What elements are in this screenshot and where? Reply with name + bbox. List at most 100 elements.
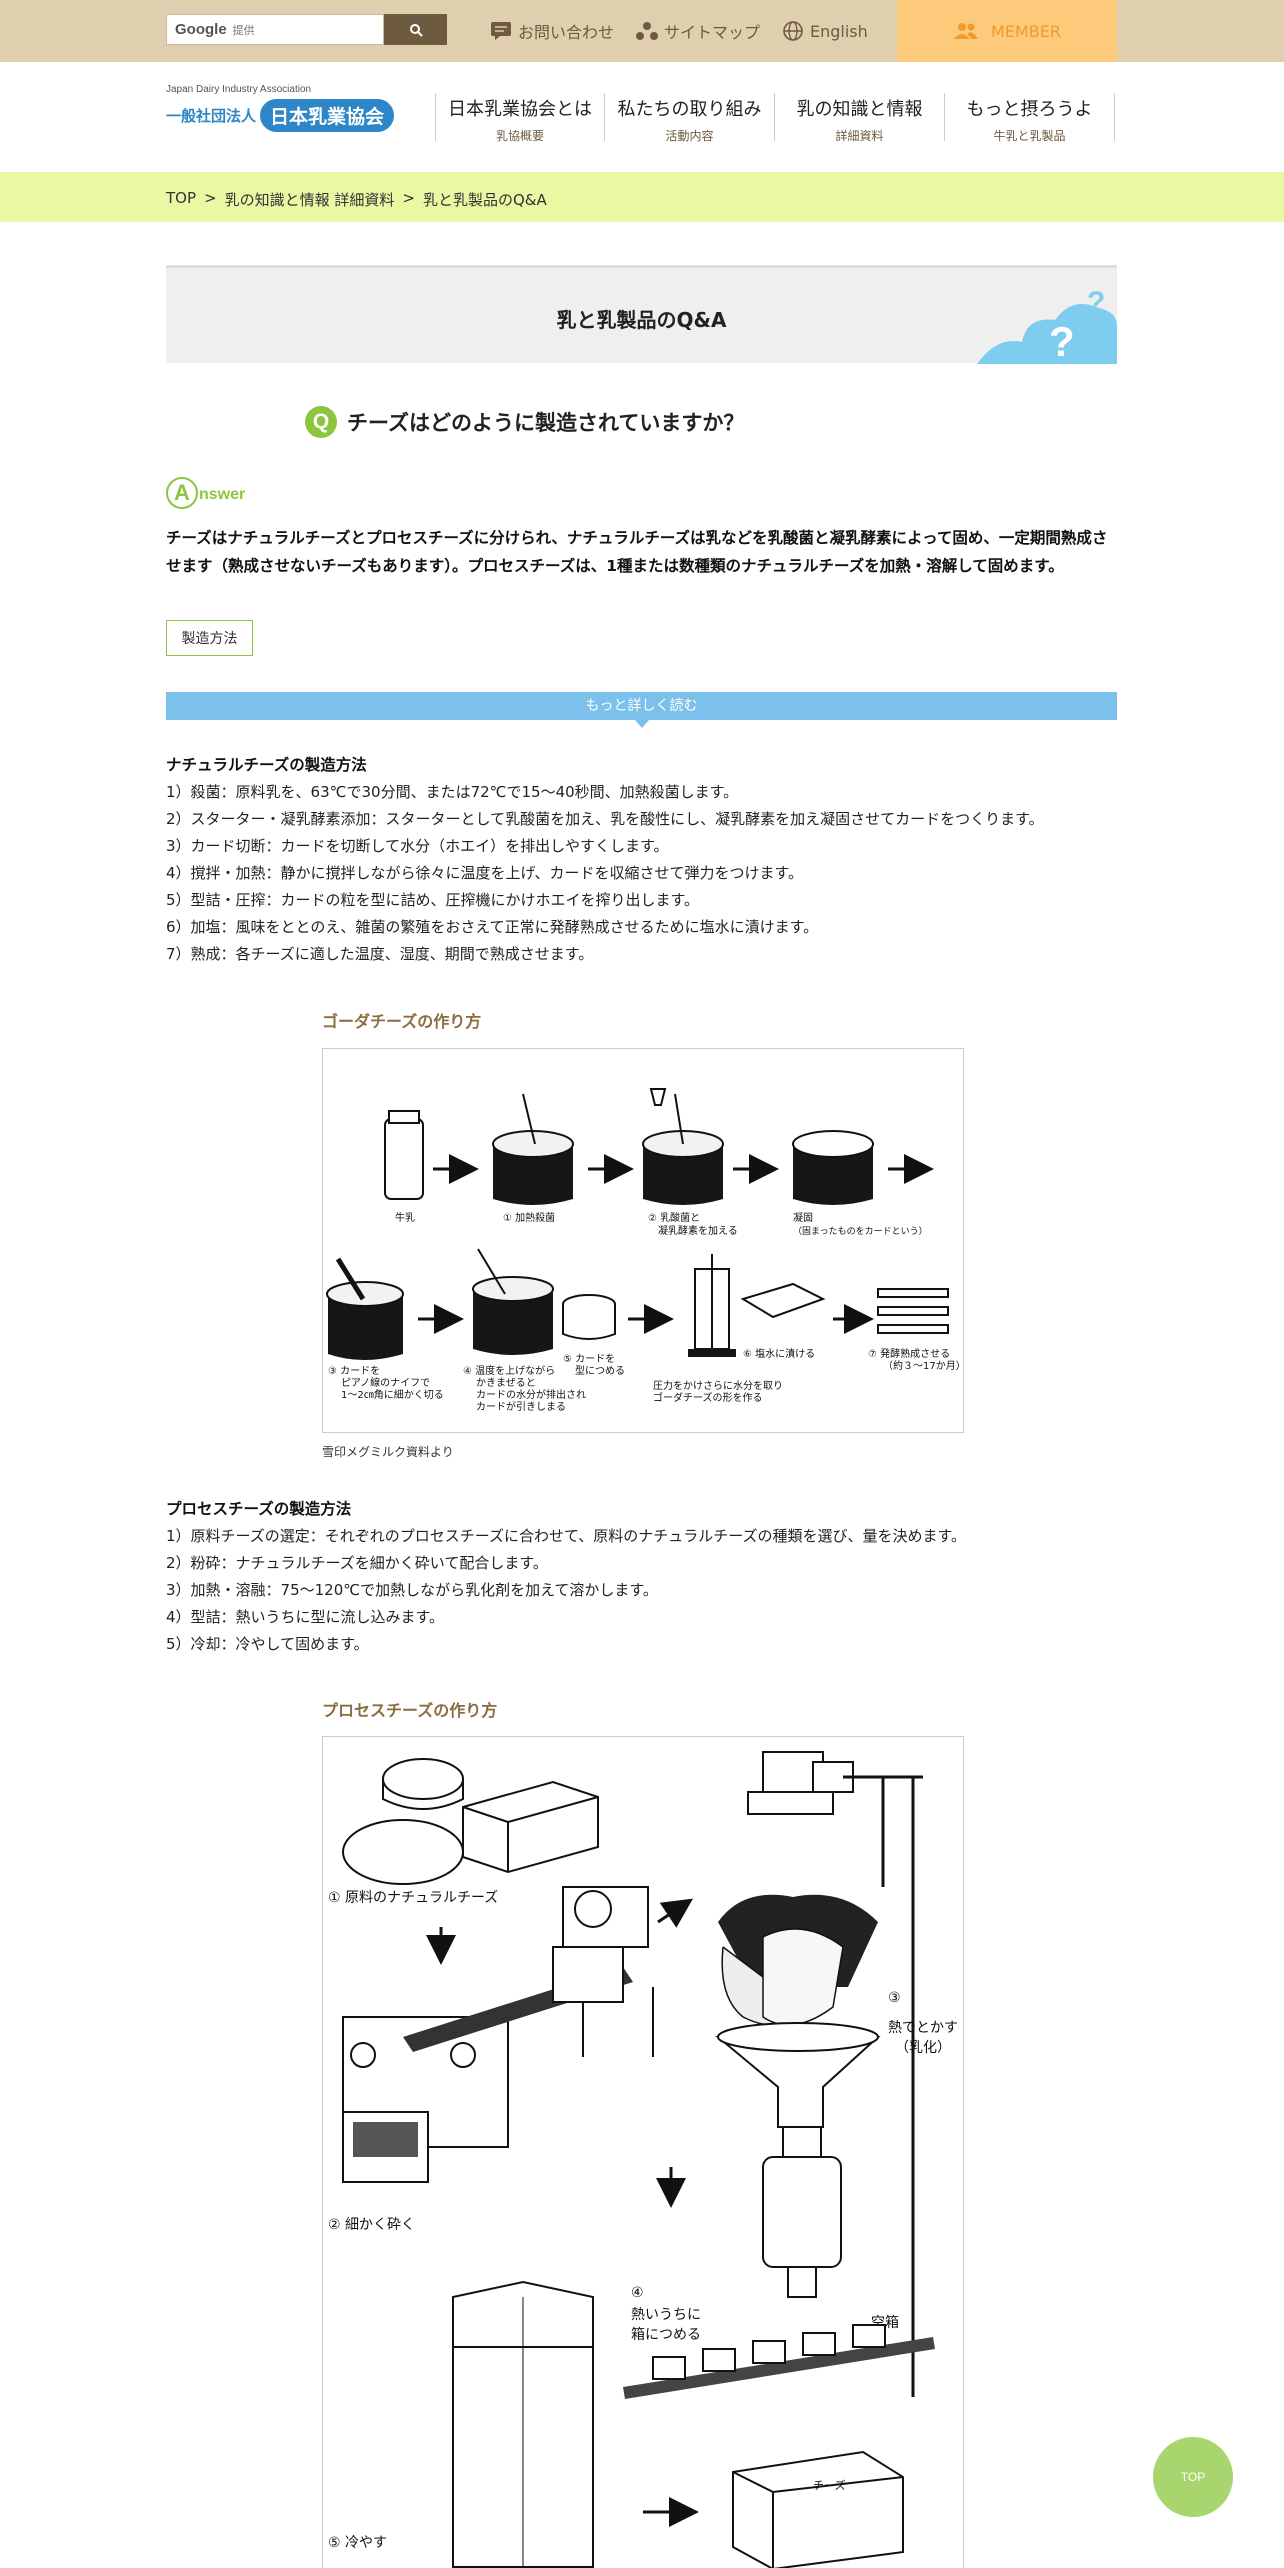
- natural-cheese-section: ナチュラルチーズの製造方法 1）殺菌：原料乳を、63℃で30分間、または72℃で…: [166, 752, 1117, 968]
- nav-label: 乳の知識と情報: [796, 99, 923, 120]
- answer-text: チーズはナチュラルチーズとプロセスチーズに分けられ、ナチュラルチーズは乳などを乳…: [166, 529, 1108, 575]
- english-label: English: [810, 21, 868, 41]
- gouda-illustration: 牛乳 ① 加熱殺菌 ② 乳酸菌と 凝乳酵素を加える 凝固 （固まったものをカード…: [326, 1088, 966, 1413]
- sitemap-icon: [636, 22, 658, 40]
- nav-label: 私たちの取り組み: [617, 99, 762, 120]
- label-gouda-step5a: ⑤ カードを: [563, 1353, 615, 1365]
- search-button[interactable]: [384, 14, 447, 45]
- nav-item-dairy[interactable]: もっと摂ろうよ 牛乳と乳製品: [945, 93, 1115, 143]
- gouda-figure-title: ゴーダチーズの作り方: [322, 1012, 482, 1031]
- natural-heading: ナチュラルチーズの製造方法: [166, 756, 367, 774]
- label-gouda-step4a: ④ 温度を上げながら: [463, 1364, 555, 1377]
- process-step: 5）冷却：冷やして固めます。: [166, 1635, 369, 1653]
- nav-sublabel: 活動内容: [665, 129, 714, 143]
- site-search: Google 提供: [166, 14, 447, 45]
- label-gouda-press-b: ゴーダチーズの形を作る: [653, 1391, 763, 1404]
- site-logo[interactable]: Japan Dairy Industry Association 一般社団法人 …: [166, 84, 396, 148]
- label-process-step3c: （乳化）: [895, 2040, 951, 2056]
- label-gouda-step3c: 1～2㎝角に細かく切る: [341, 1388, 444, 1401]
- breadcrumb: TOP > 乳の知識と情報 詳細資料 > 乳と乳製品のQ&A: [166, 189, 547, 210]
- a-badge: A: [166, 477, 198, 509]
- question-cloud-icon: ? ?: [977, 286, 1117, 364]
- label-process-step5: ⑤ 冷やす: [328, 2535, 387, 2551]
- natural-step: 1）殺菌：原料乳を、63℃で30分間、または72℃で15～40秒間、加熱殺菌しま…: [166, 783, 739, 801]
- label-gouda-curd-a: 凝固: [793, 1212, 813, 1224]
- question-text: チーズはどのように製造されていますか？: [347, 411, 745, 435]
- breadcrumb-separator: >: [204, 189, 217, 207]
- label-gouda-step7a: ⑦ 発酵熟成させる: [868, 1347, 950, 1360]
- members-icon: [954, 23, 979, 39]
- nav-item-about[interactable]: 日本乳業協会とは 乳協概要: [435, 93, 605, 143]
- process-step: 4）型詰：熱いうちに型に流し込みます。: [166, 1608, 445, 1626]
- label-gouda-step4c: カードの水分が排出され: [476, 1388, 586, 1401]
- member-label: MEMBER: [991, 21, 1061, 41]
- nav-item-knowledge[interactable]: 乳の知識と情報 詳細資料: [775, 93, 945, 143]
- process-illustration: ① 原料のナチュラルチーズ ② 細かく砕く ③ 熱でとかす （乳化）: [328, 1751, 958, 2568]
- breadcrumb-bar: TOP > 乳の知識と情報 詳細資料 > 乳と乳製品のQ&A: [0, 172, 1284, 222]
- logo-prefix: 一般社団法人: [166, 107, 257, 125]
- logo-english-name: Japan Dairy Industry Association: [166, 84, 312, 95]
- label-gouda-press-a: 圧力をかけさらに水分を取り: [653, 1379, 783, 1392]
- label-process-step1: ① 原料のナチュラルチーズ: [328, 1890, 498, 1906]
- google-brand-label: Google: [175, 21, 227, 38]
- label-gouda-curd-b: （固まったものをカードという）: [793, 1226, 928, 1237]
- label-gouda-step5b: 型につめる: [575, 1364, 625, 1377]
- process-heading: プロセスチーズの製造方法: [166, 1500, 352, 1518]
- label-gouda-step4d: カードが引きしまる: [476, 1400, 566, 1413]
- label-process-step3b: 熱でとかす: [888, 2020, 958, 2036]
- breadcrumb-top[interactable]: TOP: [166, 189, 197, 207]
- natural-step: 7）熟成：各チーズに適した温度、湿度、期間で熟成させます。: [166, 945, 594, 963]
- label-gouda-step6: ⑥ 塩水に漬ける: [743, 1347, 815, 1360]
- process-figure-title: プロセスチーズの作り方: [322, 1701, 498, 1720]
- label-gouda-step1: ① 加熱殺菌: [503, 1211, 555, 1224]
- nav-label: もっと摂ろうよ: [966, 99, 1093, 120]
- label-process-step4c: 箱につめる: [631, 2327, 701, 2343]
- label-process-step2: ② 細かく砕く: [328, 2217, 415, 2233]
- label-process-step4a: ④: [631, 2285, 644, 2301]
- answer-label-rest: nswer: [199, 486, 246, 503]
- sitemap-label: サイトマップ: [664, 23, 761, 42]
- gouda-process-figure: 牛乳 ① 加熱殺菌 ② 乳酸菌と 凝乳酵素を加える 凝固 （固まったものをカード…: [322, 1048, 966, 1433]
- natural-step: 4）撹拌・加熱：静かに撹拌しながら徐々に温度を上げ、カードを収縮させて弾力をつけ…: [166, 864, 803, 882]
- read-more-bar[interactable]: もっと詳しく読む: [166, 692, 1117, 728]
- search-provided-label: 提供: [232, 23, 255, 37]
- answer-label: A nswer: [166, 477, 245, 509]
- label-gouda-step2a: ② 乳酸菌と: [648, 1211, 700, 1224]
- tag-manufacturing[interactable]: 製造方法: [166, 620, 253, 656]
- label-gouda-step3a: ③ カードを: [328, 1365, 380, 1377]
- label-gouda-step4b: かきまぜると: [476, 1377, 536, 1389]
- nav-sublabel: 牛乳と乳製品: [993, 129, 1066, 143]
- sitemap-link[interactable]: サイトマップ: [636, 19, 760, 43]
- page-title: 乳と乳製品のQ&A: [556, 308, 727, 332]
- label-gouda-step7b: （約３～17か月）: [883, 1359, 963, 1372]
- natural-step: 5）型詰・圧搾：カードの粒を型に詰め、圧搾機にかけホエイを搾り出します。: [166, 891, 700, 909]
- label-gouda-step3b: ピアノ線のナイフで: [341, 1376, 430, 1389]
- label-cheese-box: チーズ: [813, 2478, 845, 2492]
- utility-bar: Google 提供 お問い合わせ サイトマップ English MEMBER: [0, 0, 1284, 62]
- nav-item-activities[interactable]: 私たちの取り組み 活動内容: [605, 93, 775, 143]
- svg-text:?: ?: [1049, 318, 1075, 364]
- back-to-top-button[interactable]: TOP: [1153, 2437, 1233, 2517]
- nav-sublabel: 乳協概要: [495, 129, 544, 143]
- label-gouda-step2b: 凝乳酵素を加える: [658, 1224, 738, 1237]
- natural-step: 2）スターター・凝乳酵素添加：スターターとして乳酸菌を加え、乳を酸性にし、凝乳酵…: [166, 810, 1044, 828]
- contact-label: お問い合わせ: [518, 23, 615, 42]
- english-link[interactable]: English: [782, 19, 868, 43]
- contact-link[interactable]: お問い合わせ: [490, 19, 614, 43]
- search-icon: [409, 23, 423, 37]
- chat-icon: [491, 22, 511, 40]
- breadcrumb-current: 乳と乳製品のQ&A: [422, 191, 547, 209]
- process-step: 2）粉砕：ナチュラルチーズを細かく砕いて配合します。: [166, 1554, 548, 1572]
- process-cheese-figure: ① 原料のナチュラルチーズ ② 細かく砕く ③ 熱でとかす （乳化）: [322, 1736, 964, 2568]
- search-input[interactable]: Google 提供: [166, 14, 384, 45]
- globe-icon: [783, 21, 803, 41]
- natural-step: 3）カード切断：カードを切断して水分（ホエイ）を排出しやすくします。: [166, 837, 669, 855]
- member-button[interactable]: MEMBER: [897, 0, 1117, 62]
- svg-text:?: ?: [1087, 286, 1105, 319]
- breadcrumb-separator: >: [402, 189, 415, 207]
- label-milk: 牛乳: [395, 1211, 415, 1224]
- breadcrumb-knowledge[interactable]: 乳の知識と情報 詳細資料: [224, 191, 395, 209]
- global-nav: 日本乳業協会とは 乳協概要 私たちの取り組み 活動内容 乳の知識と情報 詳細資料…: [435, 93, 1115, 143]
- label-process-step4b: 熱いうちに: [631, 2307, 701, 2323]
- process-step: 1）原料チーズの選定：それぞれのプロセスチーズに合わせて、原料のナチュラルチーズ…: [166, 1527, 967, 1545]
